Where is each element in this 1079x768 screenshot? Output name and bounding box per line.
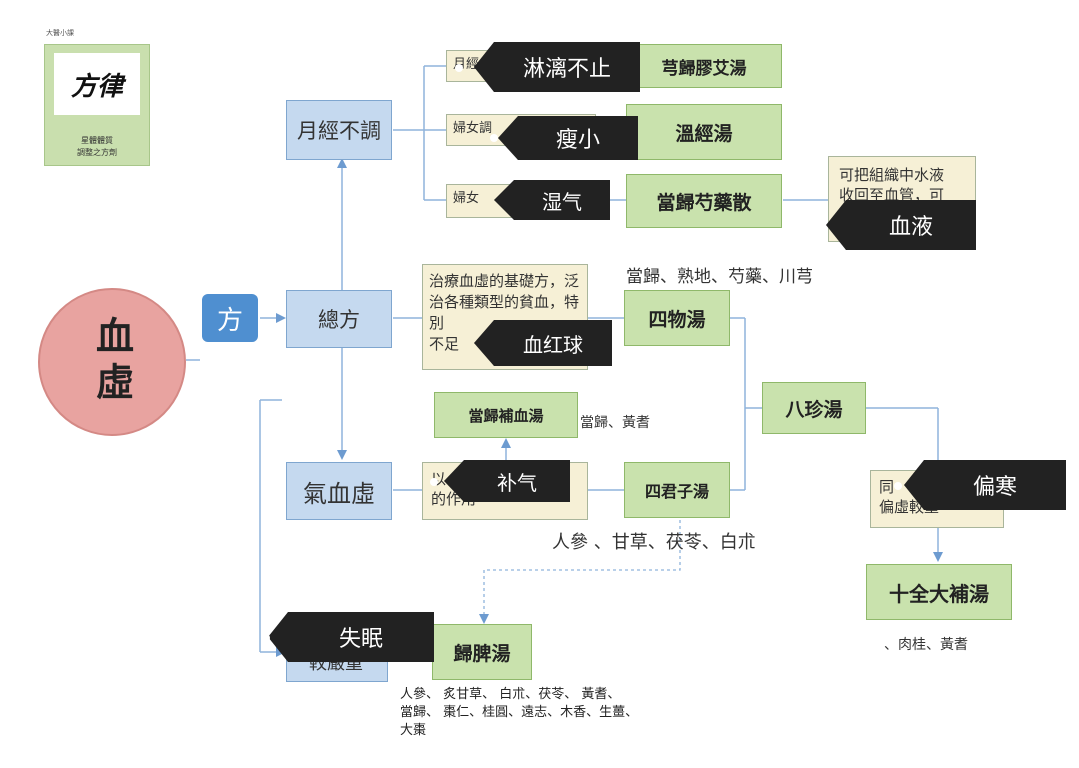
side-box-water-line1: 可把組織中水液: [839, 166, 945, 184]
tag-xue-hong-qiu-label: 血红球: [523, 332, 583, 357]
formula-shi-quan: 十全大補湯: [866, 564, 1012, 620]
side-box-water-line2: 收回至血管，可: [839, 186, 945, 204]
tag-bu-qi[interactable]: 补气: [444, 460, 570, 502]
tag-pian-han[interactable]: 偏寒: [904, 460, 1066, 510]
node-general: 總方: [286, 290, 392, 348]
tag-shou-xiao[interactable]: 瘦小: [498, 116, 638, 160]
gui-pi-herbs-note: 人參、 炙甘草、 白朮、茯苓、 黃耆、 當歸、 棗仁、桂圓、遠志、木香、生薑、 …: [400, 686, 638, 740]
fang-badge: 方: [202, 294, 258, 342]
tag-pian-han-label: 偏寒: [972, 475, 1017, 500]
si-wu-herbs-note: 當歸、熟地、芍藥、川芎: [626, 267, 813, 287]
logo-inner: 方律: [54, 53, 140, 115]
formula-dang-gui-bu-xue-label: 當歸補血湯: [468, 406, 544, 425]
formula-wen-jing-label: 溫經湯: [675, 122, 733, 145]
tag-lin-li[interactable]: 淋漓不止: [474, 42, 640, 92]
logo: 大醫小課 方律 星體體質 調整之方劑: [40, 28, 150, 168]
gui-pi-herbs-line2: 當歸、 棗仁、桂圓、遠志、木香、生薑、: [400, 705, 639, 720]
node-general-label: 總方: [318, 308, 360, 332]
formula-shi-quan-label: 十全大補湯: [889, 581, 989, 606]
general-desc-text: 治療血虛的基礎方，泛治各種類型的貧血，特別: [429, 272, 580, 332]
tag-bu-qi-dot: [430, 478, 438, 486]
logo-card: 方律 星體體質 調整之方劑: [44, 44, 150, 166]
formula-si-wu-label: 四物湯: [648, 308, 706, 331]
sub-box-3-label: 婦女: [453, 191, 480, 206]
formula-dang-gui-shao-yao: 當歸芍藥散: [626, 174, 782, 228]
formula-dang-gui-shao-yao-label: 當歸芍藥散: [656, 191, 752, 214]
node-qi-blood-label: 氣血虛: [303, 479, 375, 508]
root-node: 血虛: [38, 288, 186, 436]
formula-dang-gui-bu-xue: 當歸補血湯: [434, 392, 578, 438]
si-jun-zi-herbs-note: 人參 、甘草、茯苓、白朮: [552, 532, 756, 553]
tag-pian-han-dot: [894, 482, 902, 490]
tag-shou-xiao-label: 瘦小: [555, 128, 600, 153]
shi-quan-herbs-note: 、肉桂、黃耆: [884, 637, 968, 653]
general-desc-tail: 不足: [429, 335, 460, 353]
root-label: 血虛: [89, 316, 135, 408]
tag-xue-hong-qiu[interactable]: 血红球: [474, 320, 612, 366]
formula-wen-jing: 溫經湯: [626, 104, 782, 160]
formula-gui-pi: 歸脾湯: [432, 624, 532, 680]
logo-glyph: 方律: [70, 71, 123, 102]
formula-ba-zhen: 八珍湯: [762, 382, 866, 434]
tag-shi-qi[interactable]: 湿气: [494, 180, 610, 220]
fang-badge-label: 方: [216, 305, 243, 336]
tag-lin-li-dot: [455, 64, 463, 72]
formula-si-jun-zi: 四君子湯: [624, 462, 730, 518]
node-irregular-menstruation: 月經不調: [286, 100, 392, 160]
tag-xue-ye-label: 血液: [888, 215, 933, 240]
sub-box-2-label: 婦女調: [453, 121, 493, 136]
formula-jiao-ai-label: 芎歸膠艾湯: [661, 58, 747, 79]
tag-xue-ye[interactable]: 血液: [826, 200, 976, 250]
tag-shi-mian-dot: [262, 634, 270, 642]
tag-shou-xiao-dot: [490, 134, 498, 142]
tag-bu-qi-label: 补气: [497, 470, 537, 495]
gui-pi-herbs-line3: 大棗: [400, 723, 427, 738]
formula-jiao-ai: 芎歸膠艾湯: [626, 44, 782, 88]
node-qi-blood: 氣血虛: [286, 462, 392, 520]
logo-caption-1: 星體體質: [81, 136, 113, 145]
bu-xue-herbs-note: 當歸、黃耆: [580, 415, 650, 431]
tag-lin-li-label: 淋漓不止: [522, 57, 611, 82]
formula-si-wu: 四物湯: [624, 290, 730, 346]
logo-caption-2: 調整之方劑: [77, 148, 117, 157]
formula-si-jun-zi-label: 四君子湯: [644, 482, 709, 501]
formula-gui-pi-label: 歸脾湯: [453, 642, 511, 665]
side-box-partial-line1: 同: [879, 478, 895, 496]
tag-shi-mian[interactable]: 失眠: [268, 612, 434, 662]
node-irregular-label: 月經不調: [297, 119, 381, 143]
tag-shi-mian-label: 失眠: [338, 627, 383, 652]
logo-small-label: 大醫小課: [46, 29, 74, 37]
tag-shi-qi-label: 湿气: [542, 189, 582, 214]
gui-pi-herbs-line1: 人參、 炙甘草、 白朮、茯苓、 黃耆、: [400, 687, 621, 702]
formula-ba-zhen-label: 八珍湯: [785, 398, 843, 421]
